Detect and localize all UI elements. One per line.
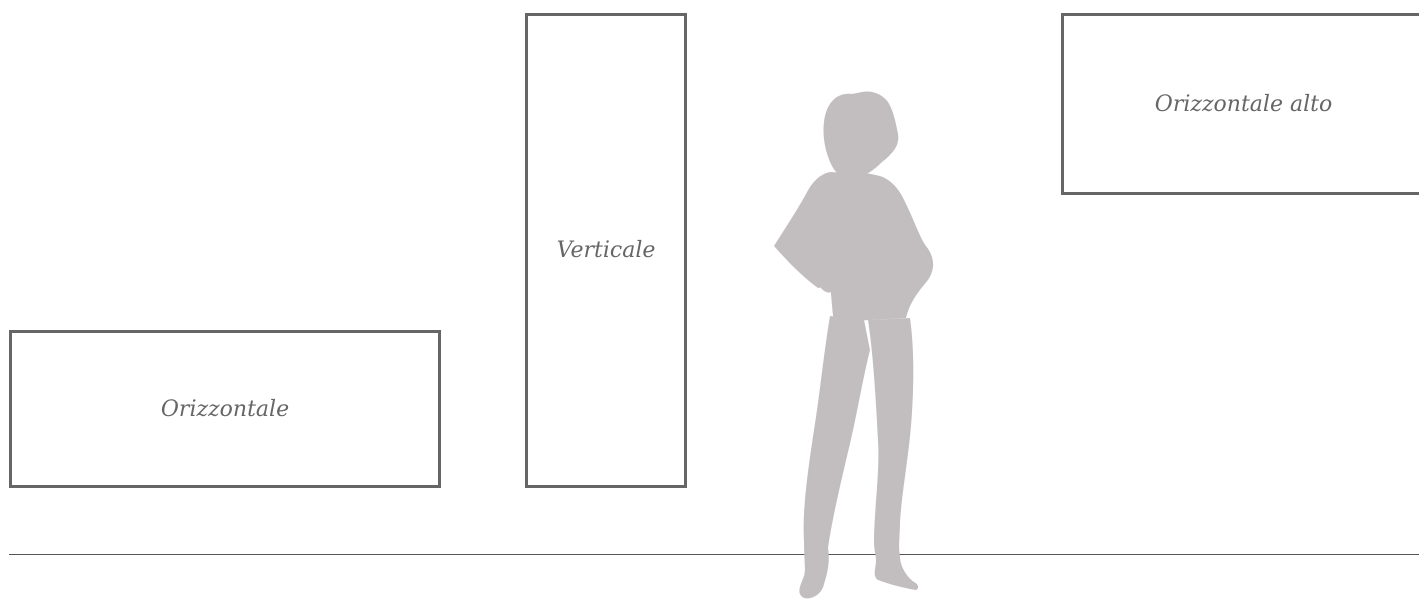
panel-horizontal: Orizzontale (9, 330, 441, 488)
panel-vertical: Verticale (525, 13, 687, 488)
panel-horizontal-high: Orizzontale alto (1061, 13, 1419, 195)
panel-horizontal-high-label: Orizzontale alto (1155, 92, 1332, 117)
panel-horizontal-label: Orizzontale (161, 397, 289, 422)
person-silhouette-icon (770, 90, 940, 600)
panel-vertical-label: Verticale (557, 238, 656, 263)
floor-line (9, 554, 1419, 555)
